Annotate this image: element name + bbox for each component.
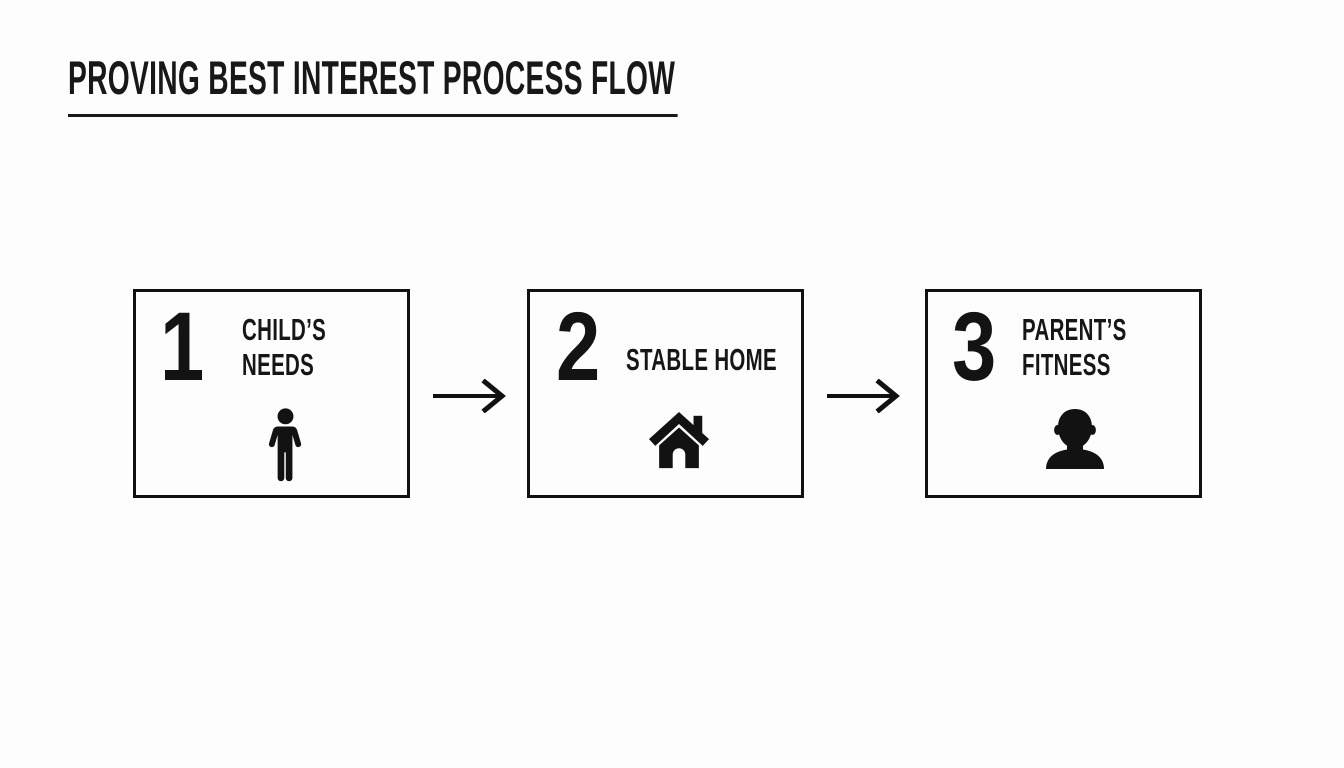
home-icon bbox=[648, 411, 710, 471]
step-box-childs-needs: 1 CHILD’S NEEDS bbox=[133, 289, 410, 498]
step-box-stable-home: 2 STABLE HOME bbox=[527, 289, 804, 498]
step-label: PARENT’S FITNESS bbox=[1022, 312, 1127, 382]
step-label: STABLE HOME bbox=[626, 342, 778, 377]
arrow-right-icon bbox=[430, 379, 508, 413]
diagram-title: PROVING BEST INTEREST PROCESS FLOW bbox=[68, 50, 678, 117]
step-number: 2 bbox=[556, 292, 601, 401]
step-number: 1 bbox=[160, 292, 205, 401]
step-number: 3 bbox=[952, 292, 997, 401]
child-icon bbox=[265, 408, 306, 482]
person-bust-icon bbox=[1042, 404, 1108, 472]
arrow-right-icon bbox=[824, 379, 902, 413]
step-label: CHILD’S NEEDS bbox=[242, 312, 327, 382]
step-box-parents-fitness: 3 PARENT’S FITNESS bbox=[925, 289, 1202, 498]
